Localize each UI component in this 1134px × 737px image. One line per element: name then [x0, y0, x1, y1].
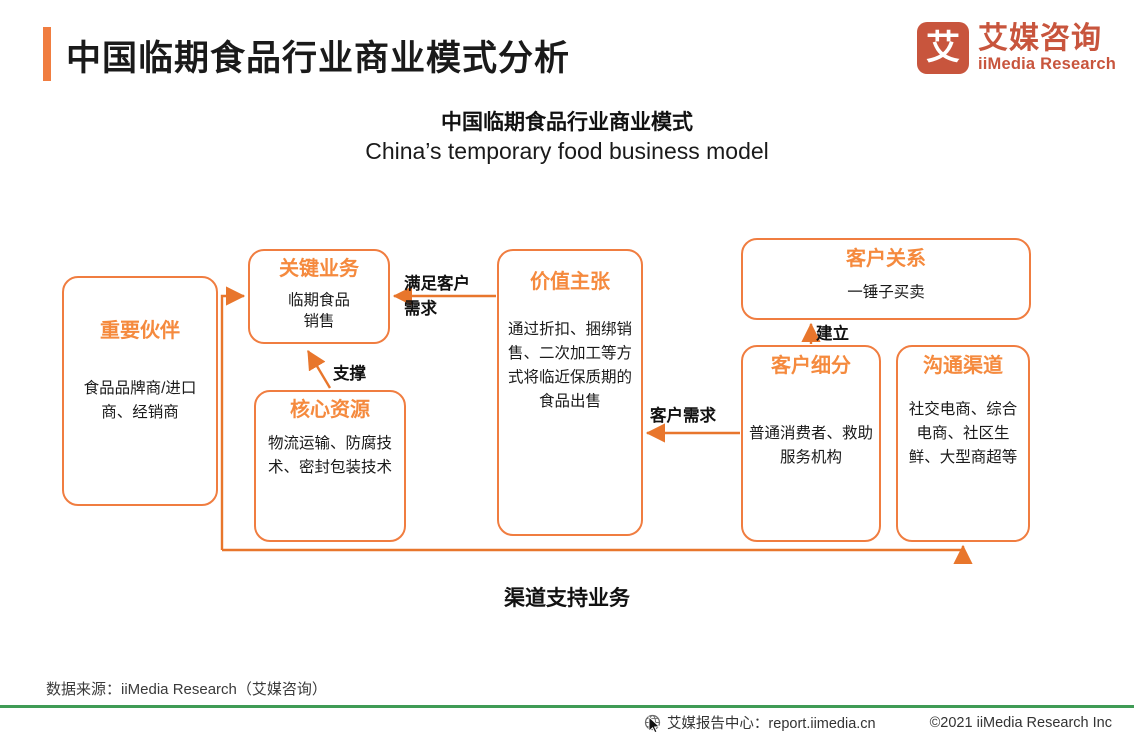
mouse-cursor-icon — [648, 716, 661, 734]
node-body: 一锤子买卖 — [847, 284, 925, 301]
node-body: 物流运输、防腐技术、密封包装技术 — [267, 435, 392, 477]
node-heading: 客户关系 — [846, 248, 926, 270]
node-heading: 关键业务 — [279, 258, 359, 280]
node-body: 临期食品 销售 — [287, 292, 350, 330]
edge-label-channel-support-business: 渠道支持业务 — [504, 587, 630, 610]
data-source-note: 数据来源：iiMedia Research（艾媒咨询） — [46, 681, 327, 698]
node-heading: 核心资源 — [290, 399, 370, 421]
footer-divider — [0, 705, 1134, 708]
node-customer-segments[interactable]: 客户细分 普通消费者、救助服务机构 — [741, 345, 881, 542]
node-body: 食品品牌商/进口商、经销商 — [83, 380, 197, 422]
page-footer: 艾媒报告中心：report.iimedia.cn ©2021 iiMedia R… — [0, 708, 1134, 737]
copyright-note: ©2021 iiMedia Research Inc — [930, 715, 1112, 731]
logo-name-en: iiMedia Research — [977, 55, 1116, 74]
edge-label-build: 建立 — [816, 325, 849, 343]
node-heading: 价值主张 — [530, 271, 610, 293]
node-value-proposition[interactable]: 价值主张 通过折扣、捆绑销售、二次加工等方式将临近保质期的食品出售 — [497, 249, 643, 536]
node-key-business[interactable]: 关键业务 临期食品 销售 — [248, 249, 390, 344]
edge-label-satisfy-demand: 满足客户 需求 — [404, 275, 470, 318]
chart-subtitle: 中国临期食品行业商业模式 China’s temporary food busi… — [0, 110, 1134, 167]
node-body: 通过折扣、捆绑销售、二次加工等方式将临近保质期的食品出售 — [507, 321, 632, 411]
report-center-label: 艾媒报告中心：report.iimedia.cn — [666, 716, 876, 732]
report-center-link[interactable]: 艾媒报告中心：report.iimedia.cn — [644, 712, 876, 733]
node-body: 社交电商、综合电商、社区生鲜、大型商超等 — [908, 401, 1018, 467]
logo-glyph: 艾 — [925, 29, 960, 67]
brand-logo: 艾 艾媒咨询 iiMedia Research — [916, 21, 1116, 74]
copyright-label: ©2021 iiMedia Research Inc — [929, 714, 1112, 731]
subtitle-cn: 中国临期食品行业商业模式 — [441, 111, 693, 134]
node-customer-relationships[interactable]: 客户关系 一锤子买卖 — [741, 238, 1031, 320]
page-title: 中国临期食品行业商业模式分析 — [66, 39, 571, 78]
subtitle-en: China’s temporary food business model — [365, 138, 769, 165]
logo-mark-icon: 艾 — [916, 22, 969, 74]
node-core-resources[interactable]: 核心资源 物流运输、防腐技术、密封包装技术 — [254, 390, 406, 542]
logo-name-cn: 艾媒咨询 — [977, 21, 1102, 55]
node-body: 普通消费者、救助服务机构 — [748, 425, 873, 467]
edge-label-support: 支撑 — [333, 365, 366, 383]
node-heading: 客户细分 — [771, 355, 851, 377]
edge-label-customer-demand: 客户需求 — [650, 407, 716, 425]
title-accent-bar — [43, 27, 51, 81]
node-important-partners[interactable]: 重要伙伴 食品品牌商/进口商、经销商 — [62, 276, 218, 506]
node-heading: 重要伙伴 — [100, 320, 180, 342]
logo-text: 艾媒咨询 iiMedia Research — [977, 21, 1116, 74]
node-communication-channels[interactable]: 沟通渠道 社交电商、综合电商、社区生鲜、大型商超等 — [896, 345, 1030, 542]
node-heading: 沟通渠道 — [923, 355, 1003, 377]
